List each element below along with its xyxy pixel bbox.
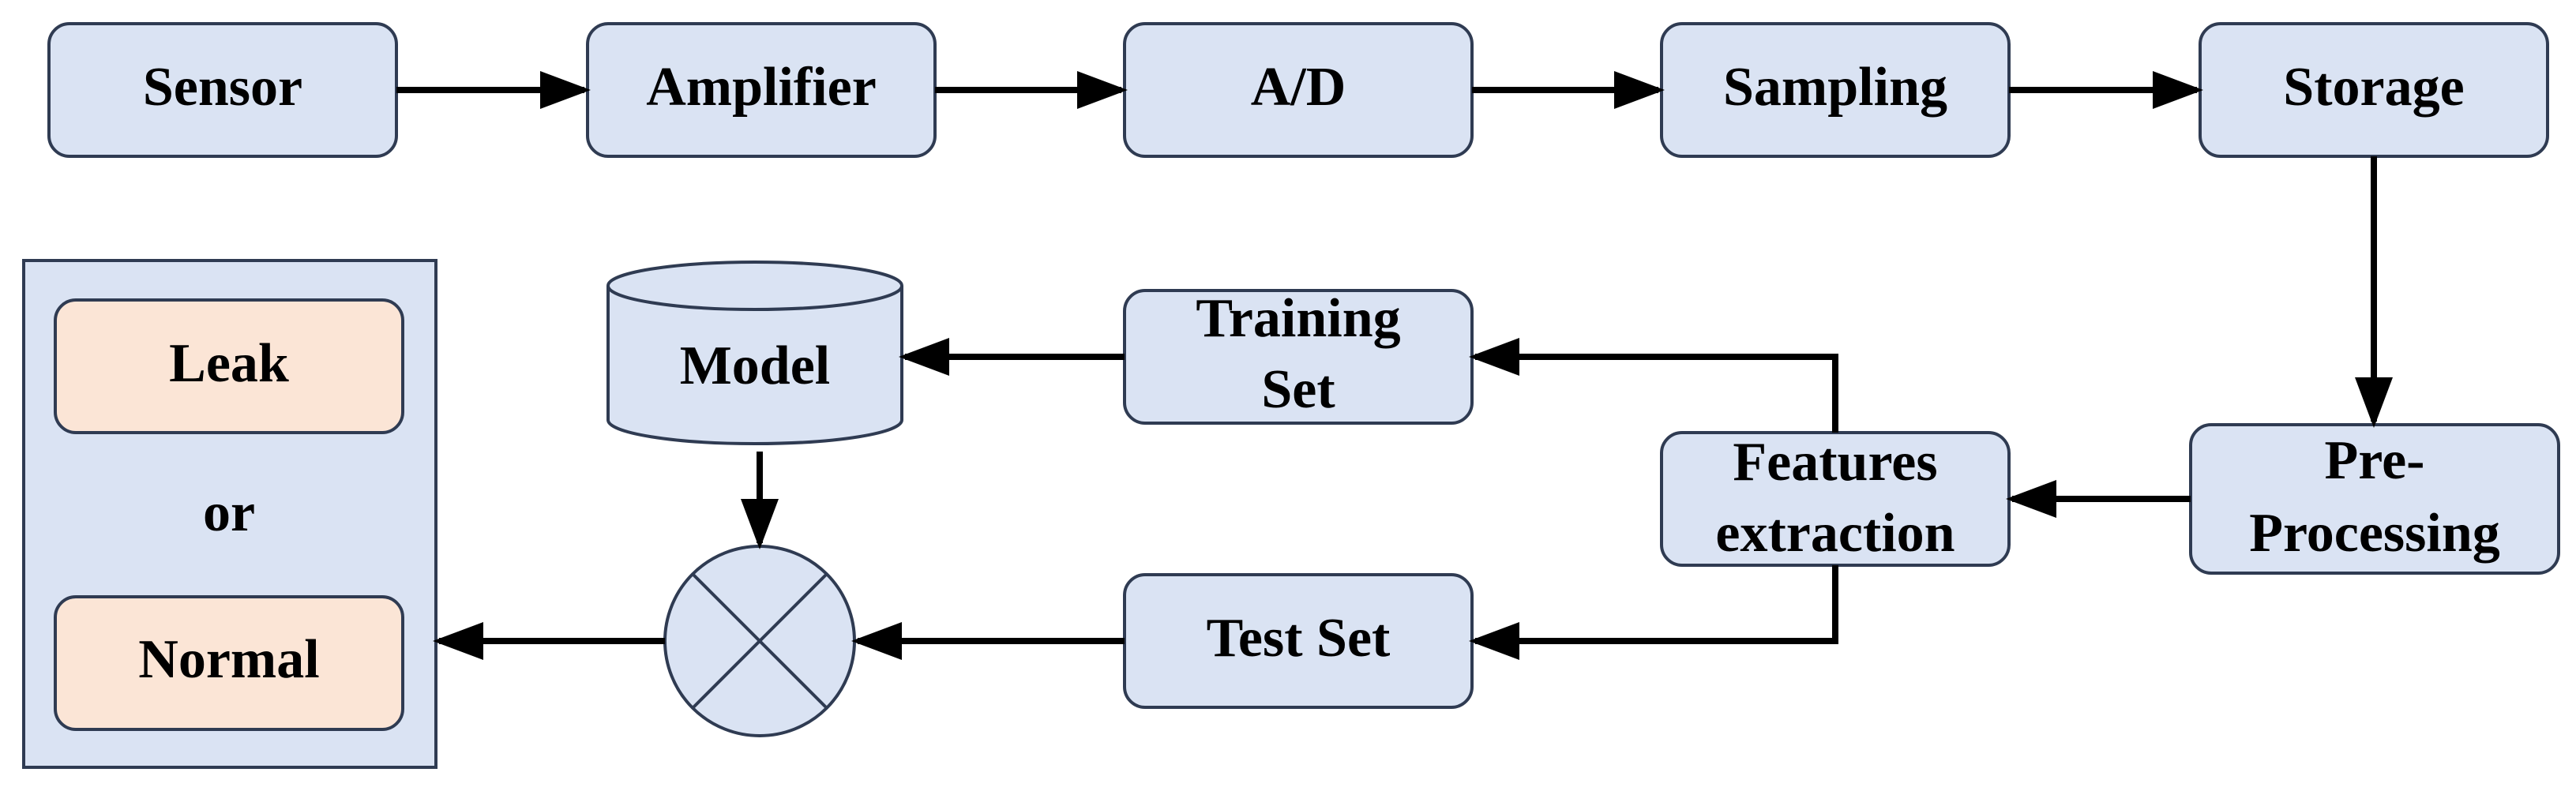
features-extraction-label-line2: extraction: [1715, 503, 1955, 564]
training-set-node: Training Set: [1123, 288, 1474, 425]
leak-result-box: [54, 298, 404, 434]
leak-label: Leak: [169, 333, 289, 394]
training-set-label-line1: Training: [1196, 288, 1400, 349]
combiner-x-icon: [663, 545, 856, 737]
or-label: or: [203, 482, 255, 543]
sensor-label: Sensor: [143, 57, 302, 118]
preprocessing-label-line1: Pre-: [2325, 430, 2425, 491]
amplifier-node: Amplifier: [586, 22, 937, 158]
arrow-features-to-training-set: [1469, 338, 1838, 433]
arrow-features-to-test-set: [1469, 565, 1838, 660]
preprocessing-node: Pre- Processing: [2189, 423, 2560, 575]
test-set-label: Test Set: [1207, 608, 1391, 669]
test-set-node: Test Set: [1123, 573, 1474, 709]
sensor-node: Sensor: [47, 22, 398, 158]
amplifier-label: Amplifier: [646, 57, 877, 118]
classification-output-panel: Leak or Normal: [22, 259, 437, 769]
model-label: Model: [680, 336, 831, 396]
sampling-label: Sampling: [1723, 57, 1947, 118]
sampling-node: Sampling: [1660, 22, 2011, 158]
normal-label: Normal: [138, 629, 319, 690]
model-database-node: Model: [606, 261, 903, 445]
features-extraction-label-line1: Features: [1733, 432, 1937, 493]
storage-label: Storage: [2283, 57, 2464, 118]
storage-node: Storage: [2199, 22, 2549, 158]
normal-result-box: [54, 595, 404, 731]
features-extraction-node: Features extraction: [1660, 431, 2011, 567]
ad-label: A/D: [1251, 57, 1346, 118]
training-set-label-line2: Set: [1261, 359, 1335, 420]
ad-converter-node: A/D: [1123, 22, 1474, 158]
preprocessing-label-line2: Processing: [2249, 503, 2500, 564]
